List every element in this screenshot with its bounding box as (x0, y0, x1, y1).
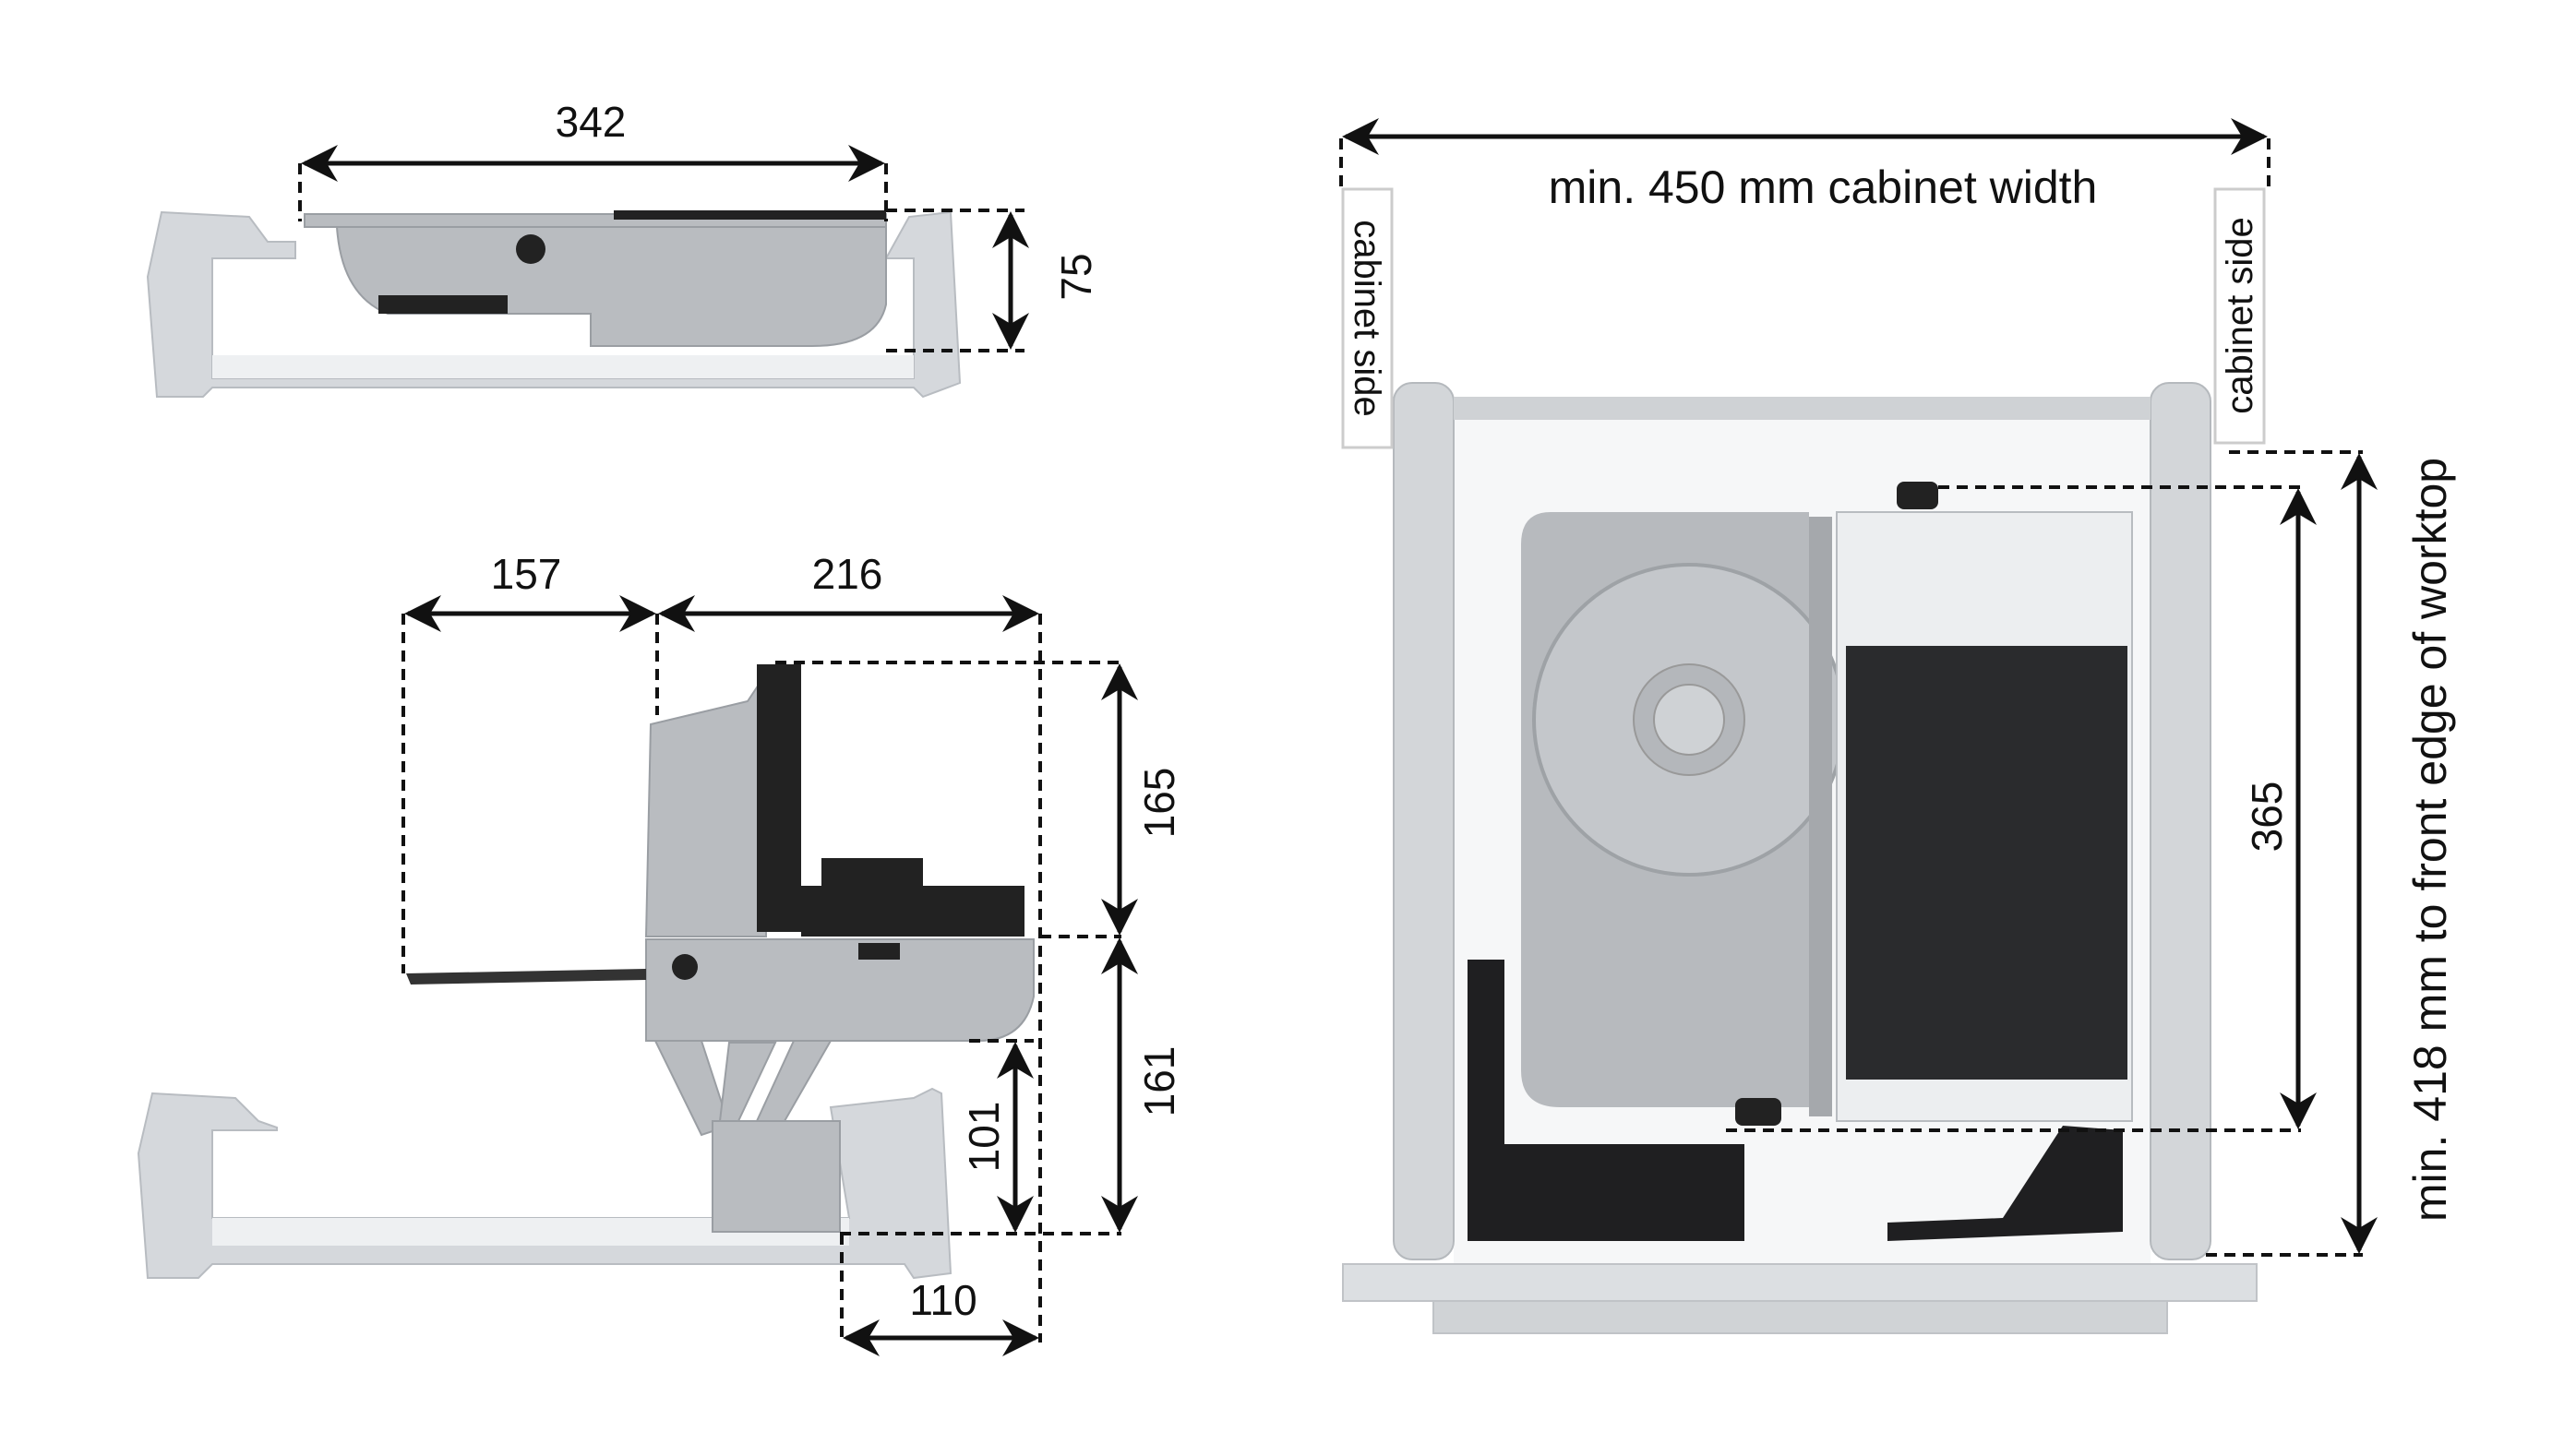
height-label: 75 (1052, 253, 1100, 300)
slicer-top-down (1468, 482, 2133, 1241)
upper-height-label: 165 (1135, 768, 1183, 839)
cabinet-side-left-box (1341, 187, 1394, 449)
mechanism-depth-label: 110 (909, 1276, 976, 1324)
depth-label: 216 (812, 550, 883, 598)
mechanism-height-label: 101 (960, 1102, 1008, 1173)
worktop-label: min. 418 mm to front edge of worktop (2404, 458, 2456, 1222)
side-view: 157 216 165 161 101 110 (137, 550, 1183, 1356)
slicer-depth-label: 365 (2243, 782, 2291, 853)
drawer-view: cabinet side cabinet side min. 450 mm ca… (1339, 118, 2456, 1334)
cabinet-side-right-box (2213, 187, 2266, 445)
cabinet-side-left-label: cabinet side (1347, 220, 1387, 416)
drawer-tray-top (146, 210, 962, 399)
cabinet-width-label: min. 450 mm cabinet width (1549, 161, 2098, 213)
lower-height-label: 161 (1135, 1046, 1183, 1117)
cabinet-side-right-label: cabinet side (2220, 217, 2260, 413)
top-view: 342 75 (146, 98, 1100, 399)
slicer-side (406, 664, 1035, 1233)
extension-label: 157 (491, 550, 562, 598)
width-label: 342 (556, 98, 627, 146)
slicer-top (304, 210, 887, 347)
